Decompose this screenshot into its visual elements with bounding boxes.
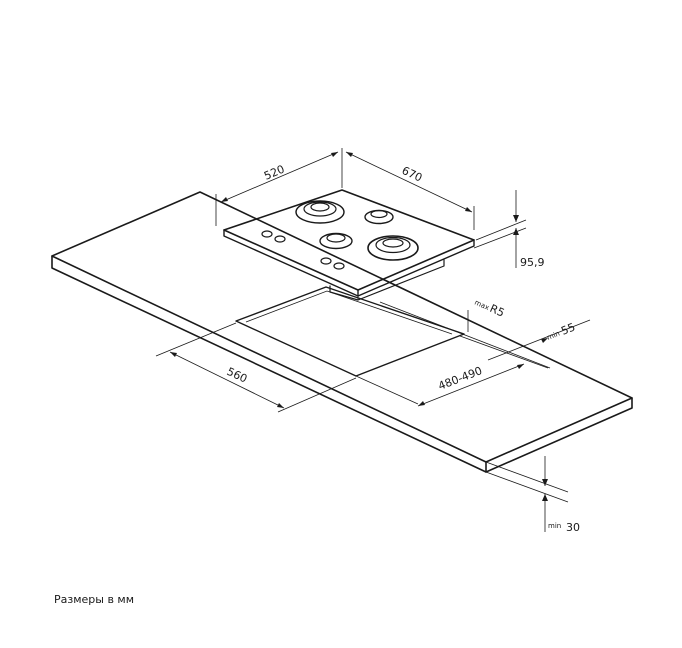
dim-corner-radius: max R5 xyxy=(467,299,507,332)
label-cutout-width: 560 xyxy=(225,365,250,386)
burner-small xyxy=(364,209,394,225)
dim-hob-depth: 520 xyxy=(215,148,343,226)
label-side-margin-prefix: min xyxy=(546,329,561,341)
dim-counter-thickness: min 30 xyxy=(485,456,580,534)
dim-side-margin: min 55 xyxy=(379,301,591,369)
cutout xyxy=(235,286,465,377)
label-corner-radius-prefix: max xyxy=(473,299,490,313)
gas-hob xyxy=(223,189,475,301)
burner-medium xyxy=(319,232,353,250)
label-hob-depth: 520 xyxy=(262,163,286,183)
label-counter-thickness: 30 xyxy=(566,521,580,534)
control-knobs xyxy=(261,230,345,270)
dim-hob-height: 95,9 xyxy=(473,190,545,269)
label-side-margin: 55 xyxy=(559,320,577,337)
dim-cutout-depth: 480-490 xyxy=(355,335,549,407)
label-hob-width: 670 xyxy=(400,164,425,185)
burner-wok xyxy=(367,235,419,261)
label-cutout-depth: 480-490 xyxy=(436,364,484,393)
burner-large xyxy=(295,200,345,224)
label-corner-radius: R5 xyxy=(488,302,507,320)
label-counter-thickness-prefix: min xyxy=(548,522,561,530)
dim-cutout-width: 560 xyxy=(155,322,357,413)
label-hob-height: 95,9 xyxy=(520,256,545,269)
units-caption: Размеры в мм xyxy=(54,593,135,606)
